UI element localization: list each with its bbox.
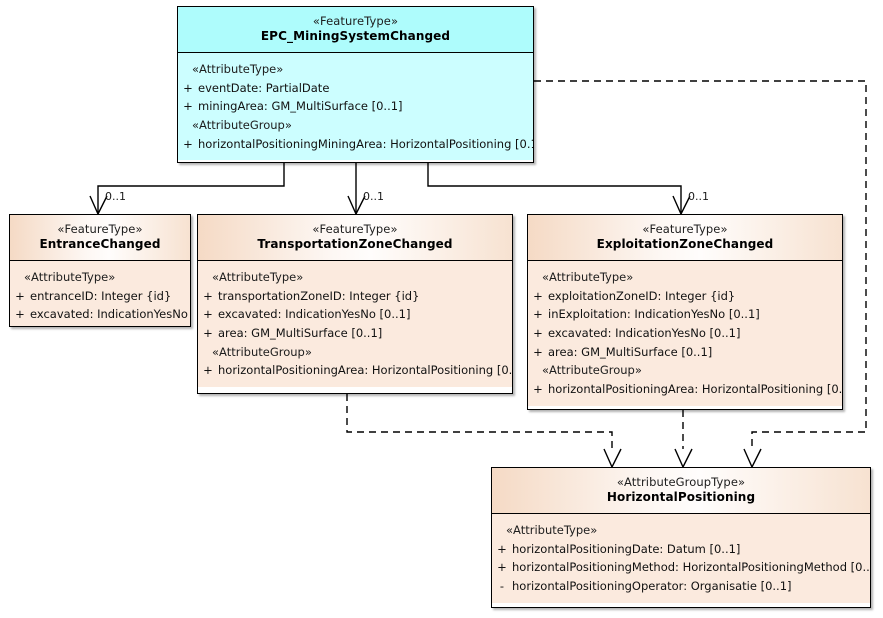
arrowheads-solid <box>89 195 691 216</box>
attribute-text: horizontalPositioningMiningArea: Horizon… <box>198 136 534 151</box>
group-label: «AttributeType» <box>506 523 598 538</box>
attribute-row: + eventDate: PartialDate <box>178 79 533 98</box>
attribute-visibility: + <box>203 288 213 303</box>
attribute-row: + horizontalPositioningArea: HorizontalP… <box>198 361 512 380</box>
attribute-text: exploitationZoneID: Integer {id} <box>548 288 736 303</box>
class-box-entrancechanged[interactable]: «FeatureType» EntranceChanged «Attribute… <box>9 214 191 327</box>
attribute-row: + exploitationZoneID: Integer {id} <box>528 287 842 306</box>
attribute-row: + horizontalPositioningMethod: Horizonta… <box>492 558 870 577</box>
class-body-horizontalpositioning: «AttributeType» + horizontalPositioningD… <box>492 514 870 603</box>
attribute-visibility: + <box>183 80 193 95</box>
class-stereotype: «AttributeGroupType» <box>616 475 746 489</box>
attribute-visibility: + <box>203 326 213 341</box>
attribute-text: transportationZoneID: Integer {id} <box>218 288 420 303</box>
class-name: TransportationZoneChanged <box>257 236 453 251</box>
attribute-visibility: + <box>497 560 507 575</box>
class-stereotype: «FeatureType» <box>642 222 728 236</box>
class-header-entrancechanged: «FeatureType» EntranceChanged <box>10 215 190 262</box>
class-name: ExploitationZoneChanged <box>596 236 774 251</box>
class-name: EPC_MiningSystemChanged <box>260 28 451 43</box>
attribute-text: horizontalPositioningOperator: Organisat… <box>512 579 792 594</box>
class-body-transportationzonechanged: «AttributeType» + transportationZoneID: … <box>198 261 512 388</box>
attribute-row: + miningArea: GM_MultiSurface [0..1] <box>178 97 533 116</box>
class-box-horizontalpositioning[interactable]: «AttributeGroupType» HorizontalPositioni… <box>491 467 871 608</box>
class-stereotype: «FeatureType» <box>312 14 399 28</box>
connector-root-to-exploitation <box>427 163 682 214</box>
attribute-visibility: + <box>497 541 507 556</box>
attribute-visibility: + <box>533 326 543 341</box>
attribute-text: excavated: IndicationYesNo [0..1] <box>548 326 741 341</box>
attribute-text: area: GM_MultiSurface [0..1] <box>548 344 713 359</box>
attribute-text: area: GM_MultiSurface [0..1] <box>218 326 383 341</box>
attribute-text: inExploitation: IndicationYesNo [0..1] <box>548 307 760 322</box>
group-label: «AttributeGroup» <box>212 344 312 359</box>
multiplicity-exploitation: 0..1 <box>688 190 709 203</box>
group-label: «AttributeGroup» <box>542 363 642 378</box>
attribute-row: + excavated: IndicationYesNo [0..1] <box>528 324 842 343</box>
attribute-text: horizontalPositioningArea: HorizontalPos… <box>218 363 513 378</box>
attribute-row: + transportationZoneID: Integer {id} <box>198 287 512 306</box>
attribute-text: excavated: IndicationYesNo [0..1] <box>218 307 411 322</box>
attribute-text: miningArea: GM_MultiSurface [0..1] <box>198 99 403 114</box>
class-body-entrancechanged: «AttributeType» + entranceID: Integer {i… <box>10 261 190 326</box>
attribute-row: + excavated: IndicationYesNo [0..1] <box>198 305 512 324</box>
attribute-row: + horizontalPositioningMiningArea: Horiz… <box>178 135 533 154</box>
group-label: «AttributeGroup» <box>192 118 292 133</box>
attribute-text: horizontalPositioningDate: Datum [0..1] <box>512 541 741 556</box>
class-header-transportationzonechanged: «FeatureType» TransportationZoneChanged <box>198 215 512 262</box>
connector-root-to-entrance <box>97 163 285 214</box>
attribute-text: excavated: IndicationYesNo <box>30 307 188 322</box>
class-box-transportationzonechanged[interactable]: «FeatureType» TransportationZoneChanged … <box>197 214 513 394</box>
class-stereotype: «FeatureType» <box>57 222 143 236</box>
attribute-visibility: + <box>533 382 543 397</box>
group-label: «AttributeType» <box>212 270 304 285</box>
attribute-visibility: + <box>203 363 213 378</box>
class-body-exploitationzonechanged: «AttributeType» + exploitationZoneID: In… <box>528 261 842 406</box>
class-body-epc-miningsystemchanged: «AttributeType» + eventDate: PartialDate… <box>178 53 533 161</box>
attribute-text: entranceID: Integer {id} <box>30 288 172 303</box>
attribute-visibility: + <box>15 307 25 322</box>
multiplicity-transportation: 0..1 <box>363 190 384 203</box>
class-name: EntranceChanged <box>39 236 161 251</box>
attribute-visibility: + <box>533 344 543 359</box>
class-name: HorizontalPositioning <box>606 489 756 504</box>
attribute-text: horizontalPositioningMethod: HorizontalP… <box>512 560 871 575</box>
class-box-exploitationzonechanged[interactable]: «FeatureType» ExploitationZoneChanged «A… <box>527 214 843 410</box>
class-stereotype: «FeatureType» <box>312 222 398 236</box>
attribute-text: horizontalPositioningArea: HorizontalPos… <box>548 382 843 397</box>
attribute-text: eventDate: PartialDate <box>198 80 330 95</box>
class-header-exploitationzonechanged: «FeatureType» ExploitationZoneChanged <box>528 215 842 262</box>
attribute-row: + horizontalPositioningArea: HorizontalP… <box>528 380 842 399</box>
class-header-epc-miningsystemchanged: «FeatureType» EPC_MiningSystemChanged <box>178 7 533 54</box>
arrowheads-dashed <box>603 448 762 469</box>
attribute-visibility: + <box>183 136 193 151</box>
attribute-visibility: + <box>203 307 213 322</box>
attribute-row: - horizontalPositioningOperator: Organis… <box>492 577 870 596</box>
attribute-visibility: + <box>183 99 193 114</box>
attribute-visibility: - <box>499 579 505 594</box>
attribute-row: + horizontalPositioningDate: Datum [0..1… <box>492 540 870 559</box>
group-label: «AttributeType» <box>192 62 284 77</box>
class-header-horizontalpositioning: «AttributeGroupType» HorizontalPositioni… <box>492 468 870 515</box>
attribute-visibility: + <box>533 307 543 322</box>
attribute-visibility: + <box>533 288 543 303</box>
attribute-row: + inExploitation: IndicationYesNo [0..1] <box>528 305 842 324</box>
group-label: «AttributeType» <box>542 270 634 285</box>
attribute-row: + area: GM_MultiSurface [0..1] <box>198 324 512 343</box>
group-label: «AttributeType» <box>24 270 116 285</box>
attribute-row: + excavated: IndicationYesNo <box>10 305 190 324</box>
multiplicity-entrance: 0..1 <box>105 190 126 203</box>
attribute-row: + area: GM_MultiSurface [0..1] <box>528 343 842 362</box>
attribute-visibility: + <box>15 288 25 303</box>
attribute-row: + entranceID: Integer {id} <box>10 287 190 306</box>
class-box-epc-miningsystemchanged[interactable]: «FeatureType» EPC_MiningSystemChanged «A… <box>177 6 534 163</box>
